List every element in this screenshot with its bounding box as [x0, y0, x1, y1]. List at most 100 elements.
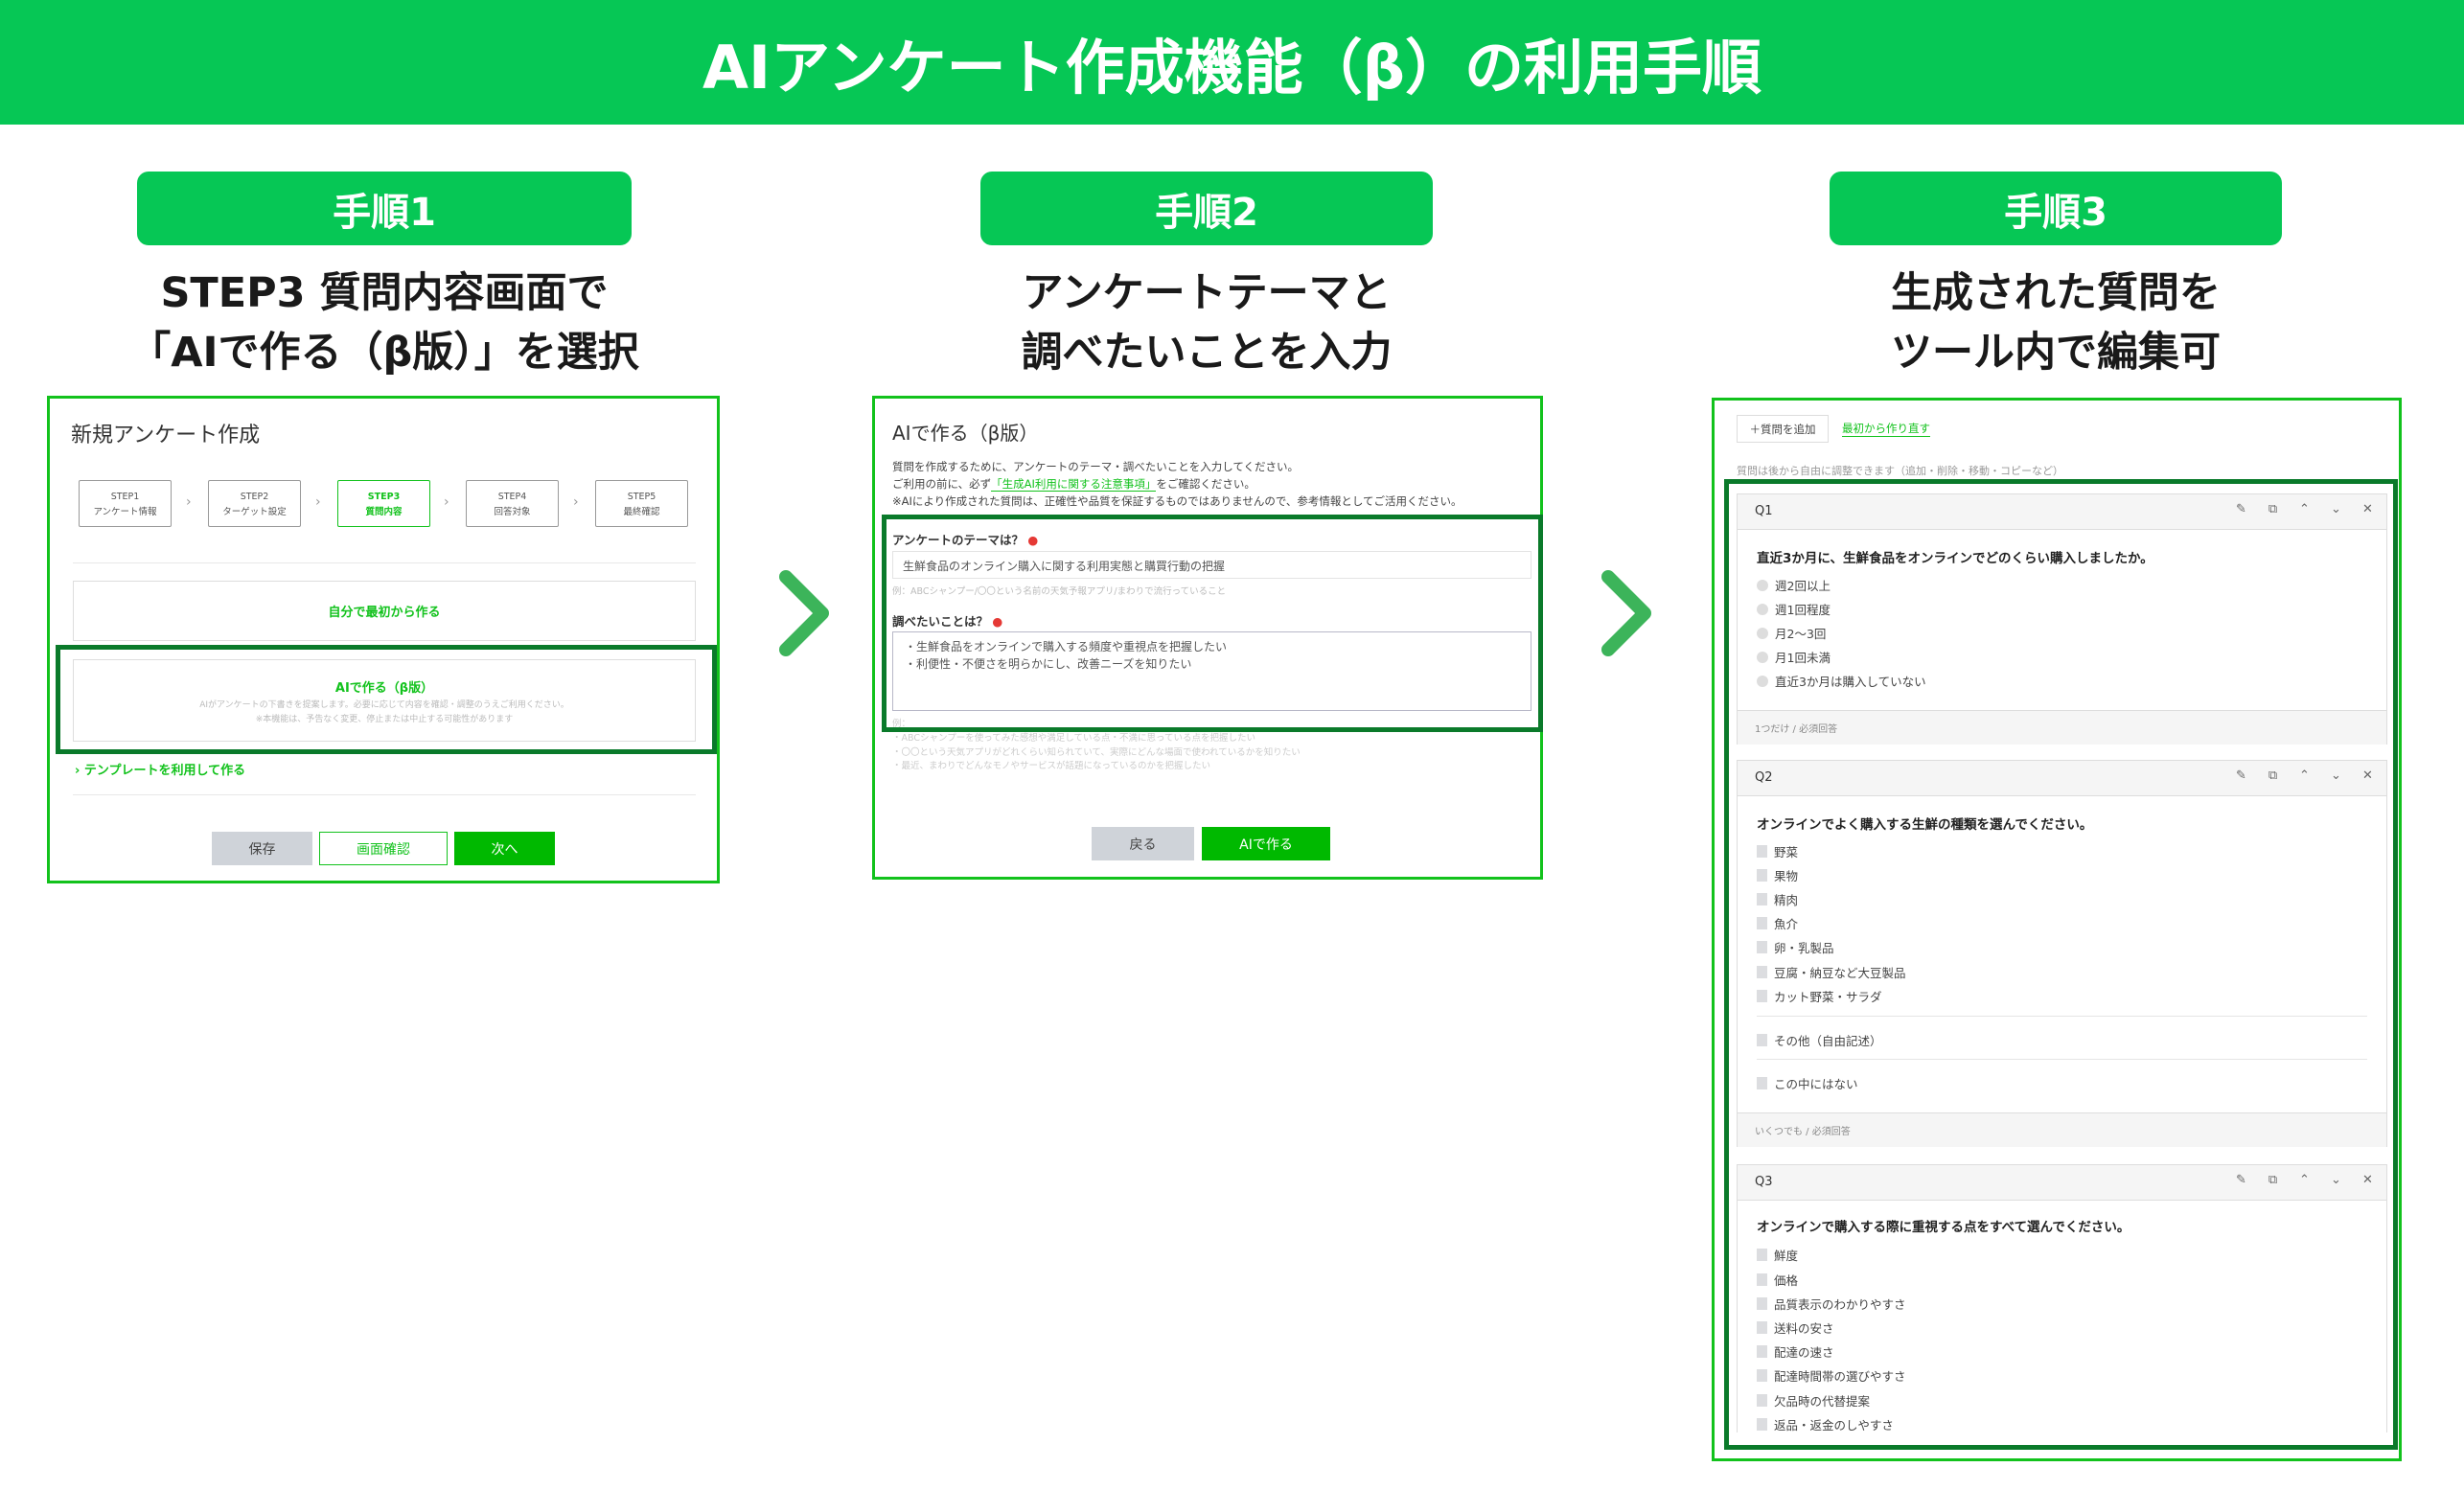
- preview-button[interactable]: 画面確認: [319, 832, 448, 865]
- chevron-up-icon[interactable]: ⌃: [2299, 768, 2310, 783]
- textarea-line: ・利便性・不便さを明らかにし、改善ニーズを知りたい: [905, 657, 1192, 671]
- step-label: アンケート情報: [93, 507, 157, 517]
- checkbox-option[interactable]: 品質表示のわかりやすさ: [1757, 1295, 1906, 1313]
- chevron-down-icon[interactable]: ⌄: [2331, 768, 2341, 783]
- checkbox-option-other[interactable]: その他（自由記述）: [1757, 1031, 1882, 1049]
- checkbox-option[interactable]: 送料の安さ: [1757, 1318, 1834, 1337]
- create-with-ai-option[interactable]: AIで作る（β版） AIがアンケートの下書きを提案します。必要に応じて内容を確認…: [73, 659, 696, 742]
- close-icon[interactable]: ✕: [2362, 768, 2373, 783]
- divider: [73, 794, 696, 795]
- checkbox-icon: [1757, 1077, 1767, 1089]
- checkbox-option[interactable]: 価格: [1757, 1271, 1798, 1289]
- question-number: Q1: [1755, 504, 1773, 518]
- radio-icon: [1757, 603, 1768, 615]
- radio-icon: [1757, 651, 1768, 663]
- text: をご確認ください。: [1156, 477, 1255, 491]
- radio-icon: [1757, 675, 1768, 687]
- step-badge-1: 手順1: [137, 172, 632, 245]
- checkbox-option[interactable]: 配達時間帯の選びやすさ: [1757, 1366, 1906, 1385]
- checkbox-icon: [1757, 1418, 1767, 1431]
- checkbox-option-none[interactable]: この中にはない: [1757, 1074, 1858, 1092]
- option-label: 週2回以上: [1775, 579, 1831, 593]
- close-icon[interactable]: ✕: [2362, 1173, 2373, 1187]
- checkbox-icon: [1757, 1321, 1767, 1334]
- checkbox-option[interactable]: 返品・返金のしやすさ: [1757, 1415, 1894, 1433]
- save-button[interactable]: 保存: [212, 832, 312, 865]
- ai-generate-button[interactable]: AIで作る: [1202, 827, 1330, 860]
- text: ご利用の前に、必ず: [892, 477, 992, 491]
- question-number: Q3: [1755, 1175, 1773, 1189]
- radio-option[interactable]: 月2〜3回: [1757, 624, 1826, 642]
- theme-input[interactable]: 生鮮食品のオンライン購入に関する利用実態と購買行動の把握: [892, 551, 1531, 579]
- checkbox-option[interactable]: カット野菜・サラダ: [1757, 987, 1882, 1005]
- option-label: 配達時間帯の選びやすさ: [1774, 1369, 1906, 1384]
- radio-option[interactable]: 月1回未満: [1757, 648, 1831, 666]
- step-number: STEP3: [367, 492, 401, 502]
- divider: [73, 562, 696, 563]
- goal-label: 調べたいことは？ ●: [892, 611, 1002, 630]
- copy-icon[interactable]: ⧉: [2268, 1173, 2278, 1187]
- option-label: 月2〜3回: [1775, 627, 1827, 641]
- divider: [1757, 1016, 2367, 1017]
- option-label: その他（自由記述）: [1774, 1034, 1882, 1048]
- step-badge-2: 手順2: [980, 172, 1433, 245]
- chevron-right-icon: ›: [444, 494, 449, 510]
- add-question-button[interactable]: ＋質問を追加: [1737, 415, 1829, 443]
- ai-notice-link[interactable]: 「生成AI利用に関する注意事項」: [991, 477, 1157, 492]
- checkbox-option[interactable]: 果物: [1757, 866, 1798, 884]
- next-button[interactable]: 次へ: [454, 832, 555, 865]
- question-text: オンラインで購入する際に重視する点をすべて選んでください。: [1757, 1220, 2130, 1235]
- chevron-up-icon[interactable]: ⌃: [2299, 502, 2310, 516]
- checkbox-option[interactable]: 精肉: [1757, 890, 1798, 908]
- step-badge-label: 手順3: [2004, 190, 2107, 235]
- chevron-right-icon: ›: [186, 494, 192, 510]
- create-from-scratch-option[interactable]: 自分で最初から作る: [73, 581, 696, 641]
- pencil-icon[interactable]: ✎: [2236, 502, 2246, 516]
- pencil-icon[interactable]: ✎: [2236, 1173, 2246, 1187]
- option-label: 卵・乳製品: [1774, 941, 1834, 955]
- checkbox-option[interactable]: 野菜: [1757, 842, 1798, 860]
- radio-icon: [1757, 627, 1768, 639]
- question-header: Q2 ✎⧉⌃⌄✕: [1738, 761, 2386, 796]
- goal-textarea[interactable]: ・生鮮食品をオンラインで購入する頻度や重視点を把握したい・利便性・不便さを明らか…: [892, 631, 1531, 711]
- chevron-down-icon[interactable]: ⌄: [2331, 1173, 2341, 1187]
- radio-option[interactable]: 週1回程度: [1757, 600, 1831, 618]
- option-label: 価格: [1774, 1273, 1799, 1288]
- radio-option[interactable]: 直近3か月は購入していない: [1757, 672, 1926, 690]
- checkbox-option[interactable]: 魚介: [1757, 914, 1798, 932]
- checkbox-icon: [1757, 1034, 1767, 1046]
- step-badge-label: 手順2: [1155, 190, 1258, 235]
- use-template-link[interactable]: › テンプレートを利用して作る: [75, 760, 245, 778]
- disclaimer-text: ※AIにより作成された質問は、正確性や品質を保証するものではありませんので、参考…: [892, 494, 1462, 508]
- option-label: 豆腐・納豆など大豆製品: [1774, 966, 1906, 980]
- checkbox-option[interactable]: 豆腐・納豆など大豆製品: [1757, 963, 1906, 981]
- pencil-icon[interactable]: ✎: [2236, 768, 2246, 783]
- question-card-q2: Q2 ✎⧉⌃⌄✕ オンラインでよく購入する生鮮の種類を選んでください。 野菜 果…: [1737, 760, 2387, 1147]
- copy-icon[interactable]: ⧉: [2268, 502, 2278, 516]
- checkbox-option[interactable]: 配達の速さ: [1757, 1342, 1834, 1361]
- radio-option[interactable]: 週2回以上: [1757, 576, 1831, 594]
- option-label: カット野菜・サラダ: [1774, 990, 1882, 1004]
- back-button[interactable]: 戻る: [1092, 827, 1194, 860]
- chevron-up-icon[interactable]: ⌃: [2299, 1173, 2310, 1187]
- chevron-down-icon[interactable]: ⌄: [2331, 502, 2341, 516]
- checkbox-option[interactable]: 鮮度: [1757, 1246, 1798, 1264]
- goal-hint: ・〇〇という天気アプリがどれくらい知られていて、実際にどんな場面で使われているか…: [892, 747, 1301, 758]
- checkbox-icon: [1757, 941, 1767, 953]
- page-title: AIアンケート作成機能（β）の利用手順: [702, 33, 1762, 103]
- copy-icon[interactable]: ⧉: [2268, 768, 2278, 783]
- option-note: ※本機能は、予告なく変更、停止または中止する可能性があります: [255, 715, 514, 724]
- highlight-frame: [56, 645, 717, 754]
- close-icon[interactable]: ✕: [2362, 502, 2373, 516]
- option-label: 鮮度: [1774, 1249, 1799, 1263]
- checkbox-option[interactable]: 欠品時の代替提案: [1757, 1391, 1870, 1410]
- option-title: AIで作る（β版）: [334, 681, 434, 696]
- restart-link[interactable]: 最初から作り直す: [1842, 422, 1930, 437]
- checkbox-option[interactable]: 卵・乳製品: [1757, 938, 1834, 956]
